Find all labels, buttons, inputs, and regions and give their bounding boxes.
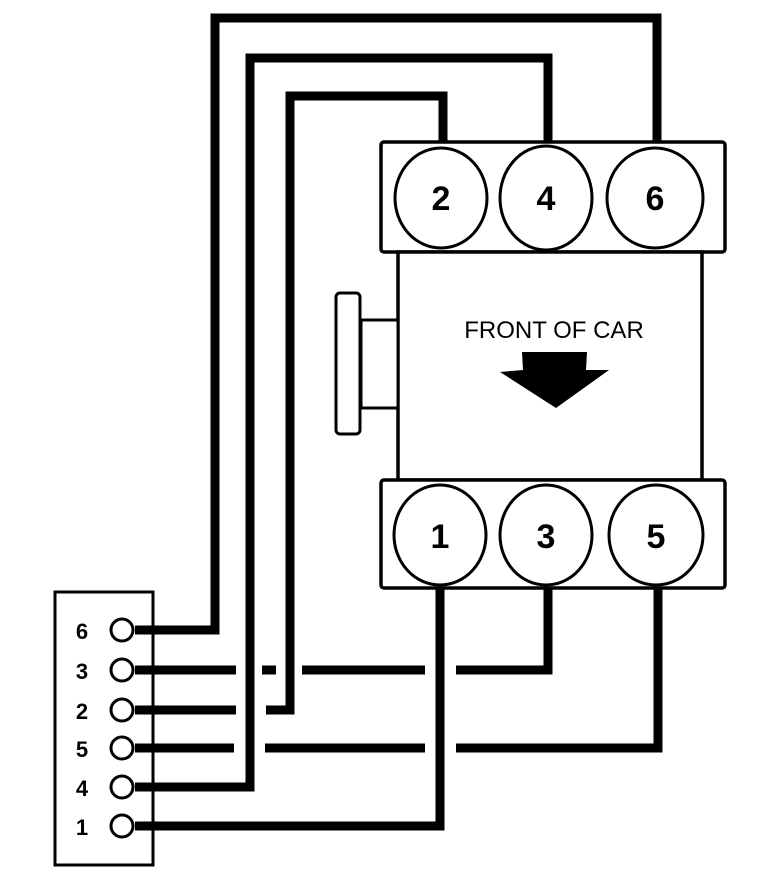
- coil-terminal-3: 3: [76, 657, 135, 684]
- pulley-hub: [359, 318, 400, 410]
- terminal-label: 4: [76, 776, 89, 801]
- cylinder-label: 2: [432, 180, 451, 218]
- terminal-label: 1: [76, 815, 88, 840]
- wire-5: [456, 588, 663, 753]
- cylinder-6: 6: [605, 146, 705, 250]
- wire-4: [135, 53, 553, 792]
- terminal-label: 3: [76, 659, 88, 684]
- wire-1: [135, 588, 445, 831]
- pulley: [334, 291, 362, 436]
- coil-terminal-6: 6: [76, 617, 135, 644]
- cylinder-3: 3: [498, 483, 594, 587]
- wire-2: [266, 91, 448, 715]
- terminal-label: 6: [76, 619, 88, 644]
- cylinder-label: 3: [537, 518, 556, 556]
- front-of-car-label: FRONT OF CAR: [464, 317, 644, 344]
- cylinder-label: 1: [431, 518, 450, 556]
- cylinder-4: 4: [498, 144, 594, 252]
- wire-6: [135, 13, 662, 635]
- cylinder-5: 5: [607, 483, 705, 587]
- down-arrow-icon: [500, 352, 609, 408]
- coil-pack: [53, 590, 155, 867]
- coil-terminal-4: 4: [76, 774, 135, 801]
- terminal-label: 5: [76, 737, 88, 762]
- cylinder-label: 4: [537, 180, 556, 218]
- cylinder-label: 6: [646, 180, 665, 218]
- wire-3: [456, 588, 553, 675]
- terminal-label: 2: [76, 699, 88, 724]
- coil-terminal-5: 5: [76, 735, 135, 762]
- cylinder-1: 1: [392, 483, 488, 587]
- cylinder-2: 2: [393, 146, 489, 250]
- coil-terminal-2: 2: [76, 697, 135, 724]
- cylinder-label: 5: [647, 518, 666, 556]
- coil-terminal-1: 1: [76, 813, 135, 840]
